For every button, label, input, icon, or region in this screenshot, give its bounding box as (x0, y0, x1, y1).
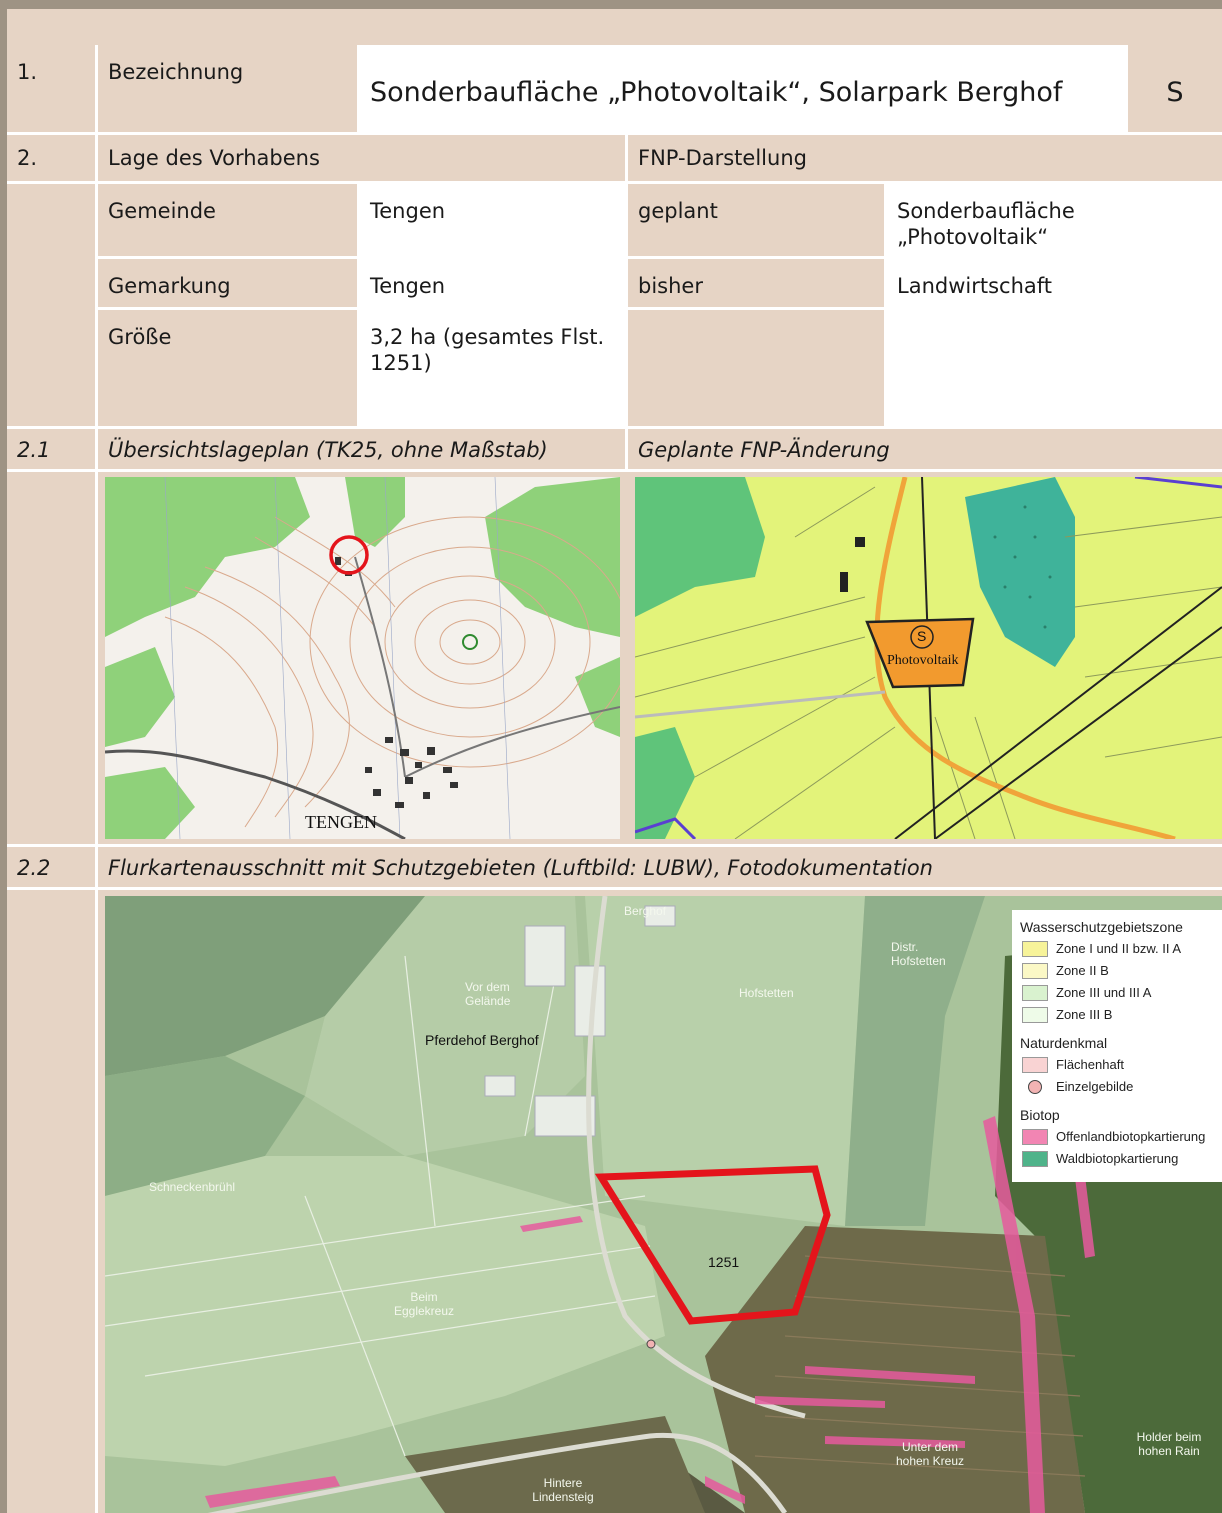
topographic-map: TENGEN (105, 477, 620, 839)
section1-title: Sonderbaufläche „Photovoltaik“, Solarpar… (360, 45, 1125, 132)
gemarkung-label: Gemarkung (98, 259, 357, 307)
legend-swatch (1022, 1151, 1048, 1167)
legend-item: Zone I und II bzw. II A (1020, 938, 1214, 960)
legend-label: Einzelgebilde (1056, 1079, 1134, 1094)
gemeinde-value: Tengen (360, 184, 625, 256)
topo-caption: Übersichtslageplan (TK25, ohne Maßstab) (98, 429, 625, 469)
fnp-header: FNP-Darstellung (628, 135, 1222, 181)
legend-label: Waldbiotopkartierung (1056, 1151, 1179, 1166)
legend-swatch (1022, 963, 1048, 979)
geplant-label: geplant (628, 184, 884, 256)
bisher-label: bisher (628, 259, 884, 307)
empty-fnp-label (628, 310, 884, 426)
legend-item: Zone II B (1020, 960, 1214, 982)
fnp-symbol: S (917, 628, 927, 644)
legend-item: Zone III und III A (1020, 982, 1214, 1004)
legend-naturdenkmal-title: Naturdenkmal (1020, 1035, 1108, 1051)
geplant-value: Sonderbaufläche „Photovoltaik“ (887, 184, 1222, 256)
section21-gutter (7, 472, 95, 844)
fnp-caption: Geplante FNP-Änderung (628, 429, 1222, 469)
pferdehof-label: Pferdehof Berghof (425, 1032, 539, 1048)
map-legend: Wasserschutzgebietszone Zone I und II bz… (1012, 910, 1222, 1182)
topo-town-label: TENGEN (305, 812, 377, 832)
legend-item: Flächenhaft (1020, 1054, 1214, 1076)
vor-dem-label: Vor dem Gelände (465, 980, 511, 1008)
legend-item: Waldbiotopkartierung (1020, 1148, 1214, 1170)
legend-label: Offenlandbiotopkartierung (1056, 1129, 1206, 1144)
legend-swatch (1022, 1129, 1048, 1145)
legend-point-icon (1028, 1080, 1042, 1094)
aerial-caption: Flurkartenausschnitt mit Schutzgebieten … (98, 847, 1222, 887)
section1-label: Bezeichnung (98, 45, 357, 132)
aerial-map: Pferdehof Berghof 1251 Berghof Vor dem G… (105, 896, 1222, 1513)
distr-label: Distr. Hofstetten (891, 940, 946, 968)
egglekreuz-label: Beim Egglekreuz (393, 1290, 455, 1318)
section21-number: 2.1 (7, 429, 95, 469)
legend-label: Zone III und III A (1056, 985, 1152, 1000)
section22-gutter (7, 890, 95, 1513)
groesse-value: 3,2 ha (gesamtes Flst. 1251) (360, 310, 625, 426)
bisher-value: Landwirtschaft (887, 259, 1222, 426)
unter-dem-label: Unter dem hohen Kreuz (895, 1440, 965, 1468)
legend-label: Zone II B (1056, 963, 1109, 978)
legend-label: Flächenhaft (1056, 1057, 1124, 1072)
section22-number: 2.2 (7, 847, 95, 887)
hofstetten-label: Hofstetten (739, 986, 794, 1000)
section2-gutter (7, 184, 95, 426)
section1-number: 1. (7, 45, 95, 132)
gemarkung-value: Tengen (360, 259, 625, 307)
legend-item: Zone III B (1020, 1004, 1214, 1026)
holder-label: Holder beim hohen Rain (1136, 1430, 1202, 1458)
lage-header: Lage des Vorhabens (98, 135, 625, 181)
legend-swatch (1022, 941, 1048, 957)
berghof-label: Berghof (624, 904, 667, 918)
legend-swatch (1022, 985, 1048, 1001)
fnp-area-label: Photovoltaik (887, 653, 959, 668)
legend-label: Zone I und II bzw. II A (1056, 941, 1182, 956)
legend-biotop-title: Biotop (1020, 1107, 1060, 1123)
legend-swatch (1022, 1007, 1048, 1023)
legend-item: Offenlandbiotopkartierung (1020, 1126, 1214, 1148)
legend-wsg-title: Wasserschutzgebietszone (1020, 919, 1183, 935)
section1-code: S (1128, 45, 1222, 132)
groesse-label: Größe (98, 310, 357, 426)
legend-swatch (1022, 1057, 1048, 1073)
fnp-map: S Photovoltaik (635, 477, 1222, 839)
section2-number: 2. (7, 135, 95, 181)
header-band (7, 9, 1222, 45)
legend-label: Zone III B (1056, 1007, 1113, 1022)
legend-item: Einzelgebilde (1020, 1076, 1214, 1098)
parcel-label: 1251 (708, 1254, 740, 1270)
hintere-label: Hintere Lindensteig (532, 1476, 594, 1504)
schneckenbruehl-label: Schneckenbrühl (149, 1180, 236, 1194)
gemeinde-label: Gemeinde (98, 184, 357, 256)
